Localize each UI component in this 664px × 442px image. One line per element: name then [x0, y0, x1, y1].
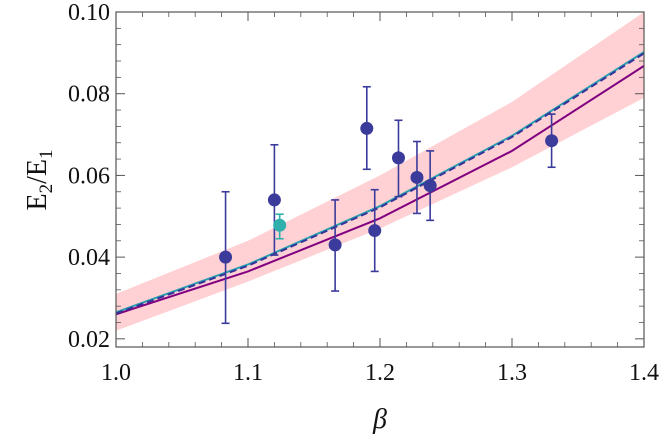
y-tick-label: 0.08	[68, 82, 110, 108]
y-tick-label: 0.04	[68, 245, 110, 271]
point-marker	[328, 238, 342, 252]
data-point-1-6	[391, 119, 405, 198]
data-point-1-7	[410, 140, 424, 215]
y-axis-title-sep: /E	[22, 159, 53, 184]
y-axis-title-main: E	[22, 193, 53, 210]
fit-line-3	[115, 52, 645, 315]
data-point-1-5	[368, 188, 382, 273]
point-marker	[410, 170, 424, 184]
y-tick-label: 0.06	[68, 163, 110, 189]
data-point-1-9	[545, 113, 559, 169]
tick-labels: 1.0 1.1 1.2 1.3 1.4 0.02 0.04 0.06 0.08 0.10	[68, 0, 659, 386]
y-axis-title-sub2: 1	[36, 150, 57, 160]
data-point-1-2	[267, 143, 281, 256]
data-point-1-3	[328, 199, 342, 292]
point-marker	[423, 179, 437, 193]
point-marker	[391, 151, 405, 165]
point-marker	[368, 224, 382, 238]
data-point-1-4	[360, 85, 374, 171]
x-tick-label: 1.2	[365, 360, 395, 386]
y-axis-title: E2/E1	[22, 150, 57, 211]
y-tick-label: 0.10	[68, 0, 110, 26]
point-marker	[545, 134, 559, 148]
x-tick-label: 1.4	[629, 360, 659, 386]
point-marker	[273, 218, 287, 232]
data-point-2-1	[273, 213, 287, 240]
data-point-1-8	[423, 150, 437, 222]
axis-ticks	[115, 11, 645, 347]
plot-area	[115, 12, 645, 331]
point-marker	[360, 121, 374, 135]
x-tick-label: 1.3	[497, 360, 527, 386]
y-axis-title-sub1: 2	[36, 184, 57, 194]
y-tick-label: 0.02	[68, 327, 110, 353]
point-marker	[219, 250, 233, 264]
x-axis-title: β	[372, 404, 387, 435]
fit-line-1	[115, 65, 645, 316]
confidence-band	[116, 12, 644, 331]
x-tick-label: 1.1	[233, 360, 263, 386]
point-marker	[267, 193, 281, 207]
x-tick-label: 1.0	[101, 360, 131, 386]
fit-line-2	[115, 51, 645, 314]
data-point-1-1	[219, 190, 233, 325]
